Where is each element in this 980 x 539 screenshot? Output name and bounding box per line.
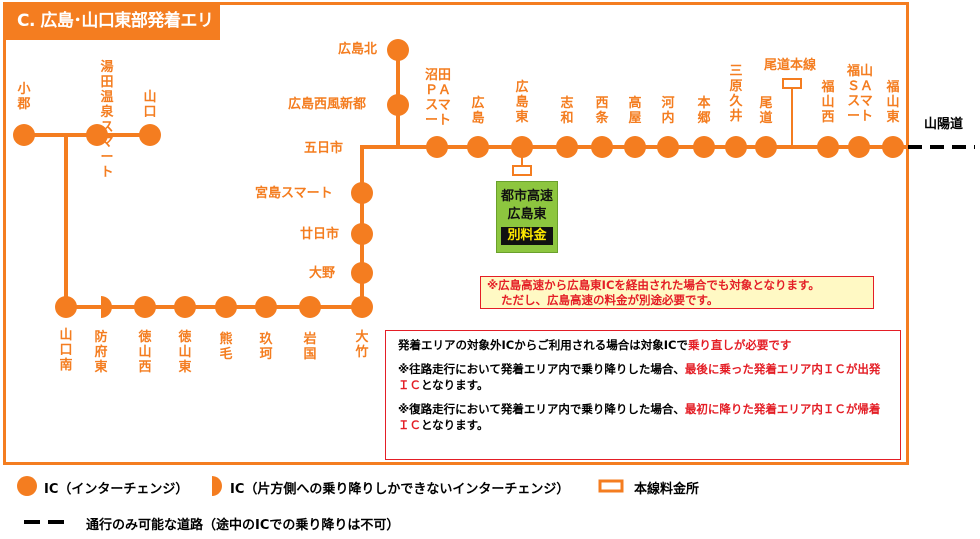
ic-hongo [693, 136, 715, 158]
label-hatsukaichi: 廿日市 [300, 227, 340, 242]
note-rules: 発着エリアの対象外ICからご利用される場合は対象ICで乗り直しが必要です ※往路… [385, 330, 901, 460]
label-kochi: 河内 [661, 96, 675, 126]
label-miharakui: 三原久井 [729, 64, 743, 124]
note2-p2-tail: となります。 [421, 378, 489, 392]
legend-ic-label: IC（インターチェンジ） [44, 482, 189, 497]
ic-hiroshimahigashi [511, 136, 533, 158]
label-fukuyamanishi: 福山西 [821, 80, 835, 125]
note1-line2: ただし、広島高速の料金が別途必要です。 [501, 293, 719, 307]
legend-toll-label: 本線料金所 [634, 482, 700, 497]
note-hiroshima-expressway: ※広島高速から広島東ICを経由された場合でも対象となります。 ただし、広島高速の… [480, 276, 874, 309]
note2-p3-tail: となります。 [421, 418, 489, 432]
label-kumage: 熊毛 [219, 332, 233, 362]
ic-onomichi [755, 136, 777, 158]
label-ono: 大野 [309, 266, 336, 281]
ic-kochi [657, 136, 679, 158]
label-numata: 沼田ＰＡスマート [424, 68, 451, 128]
ic-takaya [624, 136, 646, 158]
ic-ono [351, 262, 373, 284]
ic-kuga [255, 296, 277, 318]
legend-half-ic-mark [212, 476, 222, 496]
label-yamaguchi: 山口 [143, 90, 157, 120]
urban-line2: 広島東 [507, 207, 547, 222]
label-hiroshimahigashi: 広島東 [515, 80, 529, 125]
ic-hiroshima [467, 136, 489, 158]
area-title: C. 広島･山口東部発着エリア [3, 2, 220, 69]
label-ogori: 小郡 [17, 82, 31, 112]
label-itsukaichi: 五日市 [304, 141, 344, 156]
legend-ic-mark [17, 476, 37, 496]
ic-yamaguchiminami [55, 296, 77, 318]
ic-yamaguchi [139, 124, 161, 146]
label-fukuyamasa: 福山ＳＡスマート [846, 64, 873, 124]
label-tokuyamahigashi: 徳山東 [178, 330, 192, 375]
ic-miyajima [351, 182, 373, 204]
legend-half-ic-label: IC（片方側への乗り降りしかできないインターチェンジ） [230, 482, 570, 497]
label-onomichi: 尾道 [759, 96, 773, 126]
ic-fukuyamahigashi [882, 136, 904, 158]
note2-p1-text: 発着エリアの対象外ICからご利用される場合は対象ICで [398, 338, 688, 352]
legend-toll-mark [598, 479, 624, 493]
label-yudaonsen-wrap: 湯田温泉スマート [81, 60, 115, 180]
label-takaya: 高屋 [628, 96, 642, 126]
urban-expressway-box: 都市高速 広島東 別料金 [496, 181, 558, 253]
label-iwakuni: 岩国 [303, 332, 317, 362]
label-hiroshimaseifushinto: 広島西風新都 [288, 97, 367, 112]
note2-p3-red: 最初に降りた発着エリア内ＩＣが帰着ＩＣ [398, 402, 881, 432]
label-shiwa: 志和 [560, 96, 574, 126]
label-onomichi-toll: 尾道本線 [764, 58, 817, 73]
ic-fukuyamasa [848, 136, 870, 158]
note2-p2: ※往路走行において発着エリア内で乗り降りした場合、最後に乗った発着エリア内ＩＣが… [398, 361, 888, 393]
label-yudaonsen: 湯田温泉スマート [100, 60, 114, 180]
note2-p1: 発着エリアの対象外ICからご利用される場合は対象ICで乗り直しが必要です [398, 337, 888, 353]
ic-hofu-half [101, 296, 112, 318]
label-kuga: 玖珂 [259, 332, 273, 362]
area-frame [3, 2, 909, 465]
label-hofu: 防府東 [94, 330, 108, 375]
note1-line1: ※広島高速から広島東ICを経由された場合でも対象となります。 [487, 278, 820, 292]
label-otake: 大竹 [355, 330, 369, 360]
label-sanyo-road: 山陽道 [924, 117, 964, 132]
label-miyajima: 宮島スマート [255, 186, 333, 201]
note2-p2-text: ※往路走行において発着エリア内で乗り降りした場合、 [398, 362, 685, 376]
label-tokuyamanishi: 徳山西 [138, 330, 152, 375]
toll-booth-hiroshimahigashi [512, 165, 532, 176]
label-hongo: 本郷 [697, 96, 711, 126]
note2-p1-red: 乗り直しが必要です [687, 338, 792, 352]
ic-hatsukaichi [351, 223, 373, 245]
ic-shiwa [556, 136, 578, 158]
note2-p3-text: ※復路走行において発着エリア内で乗り降りした場合、 [398, 402, 685, 416]
ic-tokuyamahigashi [174, 296, 196, 318]
ic-numata [426, 136, 448, 158]
ic-iwakuni [299, 296, 321, 318]
label-saijo: 西条 [595, 96, 609, 126]
ic-miharakui [725, 136, 747, 158]
urban-fee-badge: 別料金 [501, 227, 553, 245]
label-hiroshimakita: 広島北 [338, 42, 378, 57]
label-yamaguchiminami: 山口南 [59, 328, 73, 373]
ic-ogori [13, 124, 35, 146]
toll-booth-onomichi [782, 78, 802, 89]
ic-fukuyamanishi [817, 136, 839, 158]
note2-p2-red: 最後に乗った発着エリア内ＩＣが出発ＩＣ [398, 362, 881, 392]
ic-hiroshimaseifushinto [387, 94, 409, 116]
legend-pass-only-label: 通行のみ可能な道路（途中のICでの乗り降りは不可） [86, 518, 400, 533]
ic-yudaonsen [86, 124, 108, 146]
ic-hiroshimakita [387, 39, 409, 61]
ic-tokuyamanishi [134, 296, 156, 318]
label-fukuyamahigashi: 福山東 [886, 80, 900, 125]
urban-line1: 都市高速 [500, 189, 553, 204]
ic-kumage [215, 296, 237, 318]
label-hiroshima: 広島 [471, 96, 485, 126]
note2-p3: ※復路走行において発着エリア内で乗り降りした場合、最初に降りた発着エリア内ＩＣが… [398, 401, 888, 433]
ic-saijo [591, 136, 613, 158]
ic-otake [351, 296, 373, 318]
